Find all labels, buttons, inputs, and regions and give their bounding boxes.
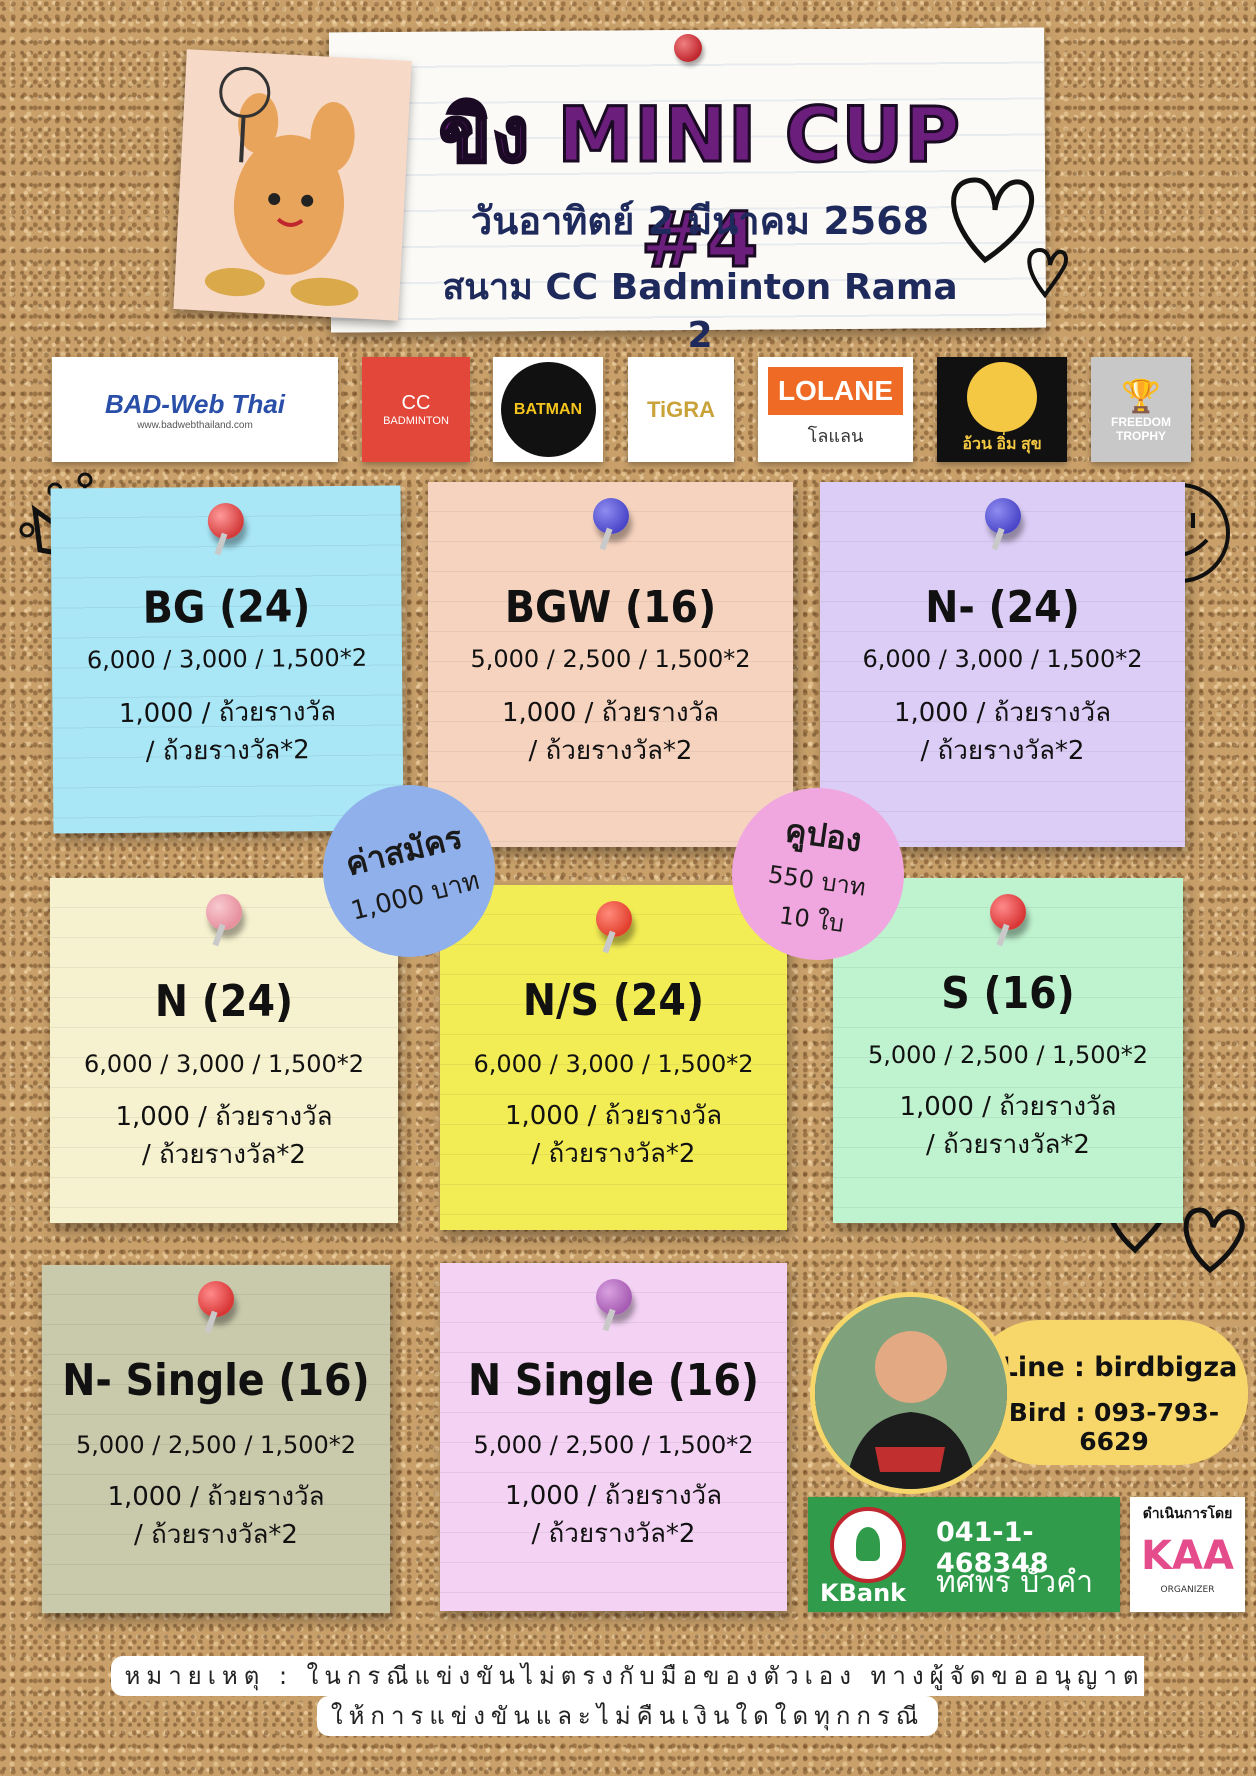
- category-note-n-minus-single: N- Single (16) 5,000 / 2,500 / 1,500*2 1…: [42, 1265, 390, 1613]
- cc-logo-text: CC: [401, 392, 431, 414]
- lolane-thai-text: โลแลน: [807, 426, 864, 446]
- remark-line2: ให้การแข่งขันและไม่คืนเงินใดใดทุกกรณี: [316, 1696, 939, 1736]
- category-trophy-line2: / ถ้วยรางวัล*2: [920, 736, 1085, 766]
- category-note-n-single: N Single (16) 5,000 / 2,500 / 1,500*2 1,…: [440, 1263, 787, 1611]
- event-venue: สนาม CC Badminton Rama 2: [442, 267, 958, 356]
- category-note-s: S (16) 5,000 / 2,500 / 1,500*2 1,000 / ถ…: [833, 878, 1183, 1223]
- cc-logo-sub: BADMINTON: [383, 415, 449, 427]
- red-pushpin-icon: [198, 1281, 234, 1317]
- bank-name: KBank: [820, 1579, 907, 1607]
- category-trophy-line2: / ถ้วยรางวัล*2: [142, 1140, 306, 1170]
- red-pushpin-icon: [595, 901, 632, 937]
- contact-line-id: Line : birdbigza: [1000, 1352, 1238, 1383]
- lolane-logo-text: LOLANE: [768, 367, 903, 415]
- category-note-bgw: BGW (16) 5,000 / 2,500 / 1,500*2 1,000 /…: [428, 482, 793, 847]
- event-title: ขิง MINI CUP #4: [438, 89, 962, 286]
- category-note-n-minus: N- (24) 6,000 / 3,000 / 1,500*2 1,000 / …: [820, 482, 1185, 847]
- category-name: S (16): [941, 968, 1075, 1019]
- category-trophy-line2: / ถ้วยรางวัล*2: [145, 735, 310, 767]
- sponsor-lolane: LOLANE โลแลน: [758, 357, 913, 462]
- coupon-count: 10 ใบ: [777, 900, 846, 938]
- category-trophy-line1: 1,000 / ถ้วยรางวัล: [504, 1481, 723, 1511]
- category-prize: 6,000 / 3,000 / 1,500*2: [83, 1050, 365, 1078]
- category-prize: 6,000 / 3,000 / 1,500*2: [473, 1050, 754, 1078]
- category-trophy-line2: / ถ้วยรางวัล*2: [531, 1139, 696, 1169]
- heart-doodle-icon: [951, 177, 1068, 299]
- organizer-avatar: [810, 1292, 1012, 1494]
- blue-pushpin-icon: [592, 498, 629, 534]
- contact-pill: Line : birdbigza Bird : 093-793-6629: [970, 1320, 1248, 1465]
- category-trophy-line1: 1,000 / ถ้วยรางวัล: [115, 1102, 333, 1132]
- purple-pushpin-icon: [595, 1279, 632, 1315]
- bank-account-holder: ทศพร บัวคำ: [936, 1565, 1094, 1600]
- sponsor-batman: BATMAN: [493, 357, 603, 462]
- category-trophy-line2: / ถ้วยรางวัล*2: [528, 736, 693, 766]
- event-date: วันอาทิตย์ 2 มีนาคม 2568: [470, 199, 930, 243]
- organizer-logo-sub: ORGANIZER: [1160, 1585, 1215, 1595]
- batman-logo-text: BATMAN: [513, 400, 583, 418]
- trophy-icon: 🏆: [1121, 377, 1161, 414]
- ginger-mascot-icon: [204, 66, 359, 306]
- category-prize: 5,000 / 2,500 / 1,500*2: [867, 1041, 1149, 1069]
- bank-account-card: KBank 041-1-468348 ทศพร บัวคำ: [808, 1497, 1120, 1612]
- organizer-logo-card: ดำเนินการโดย KAA ORGANIZER: [1130, 1497, 1245, 1612]
- header-pin: [674, 34, 702, 62]
- category-trophy-line2: / ถ้วยรางวัล*2: [926, 1130, 1090, 1160]
- freedom-line2: TROPHY: [1115, 428, 1166, 443]
- category-name: N/S (24): [522, 975, 705, 1026]
- category-name: N Single (16): [468, 1355, 759, 1406]
- tigra-logo-text: TiGRA: [646, 396, 716, 422]
- auan-face-icon: [967, 362, 1037, 432]
- freedom-line1: FREEDOM: [1111, 414, 1171, 429]
- category-prize: 5,000 / 2,500 / 1,500*2: [473, 1431, 754, 1459]
- category-name: BG (24): [142, 581, 311, 634]
- category-trophy-line1: 1,000 / ถ้วยรางวัล: [118, 697, 337, 729]
- category-prize: 5,000 / 2,500 / 1,500*2: [470, 645, 751, 673]
- category-note-bg: BG (24) 6,000 / 3,000 / 1,500*2 1,000 / …: [50, 485, 404, 834]
- contact-phone: Bird : 093-793-6629: [1008, 1398, 1220, 1456]
- red-pushpin-icon: [207, 502, 244, 540]
- category-name: BGW (16): [504, 582, 717, 633]
- pink-pushpin-icon: [206, 894, 242, 930]
- category-note-n: N (24) 6,000 / 3,000 / 1,500*2 1,000 / ถ…: [50, 878, 398, 1223]
- category-trophy-line1: 1,000 / ถ้วยรางวัล: [501, 698, 720, 728]
- sponsor-tigra: TiGRA: [628, 357, 734, 462]
- badweb-url: www.badwebthailand.com: [137, 419, 253, 431]
- sponsor-cc-badminton: CC BADMINTON: [362, 357, 470, 462]
- category-name: N (24): [154, 976, 294, 1027]
- bank-account-number: 041-1-468348: [936, 1517, 1049, 1579]
- auan-logo-text: อ้วน อิ่ม สุข: [962, 436, 1042, 453]
- sponsor-auan: อ้วน อิ่ม สุข: [937, 357, 1067, 462]
- person-photo-icon: [815, 1297, 1007, 1489]
- category-name: N- Single (16): [62, 1355, 370, 1406]
- sponsor-freedom-trophy: 🏆 FREEDOM TROPHY: [1091, 357, 1191, 462]
- category-prize: 5,000 / 2,500 / 1,500*2: [75, 1431, 357, 1459]
- category-trophy-line1: 1,000 / ถ้วยรางวัล: [504, 1101, 723, 1131]
- category-trophy-line2: / ถ้วยรางวัล*2: [531, 1519, 696, 1549]
- badweb-logo-text: BAD-Web Thai: [104, 388, 286, 419]
- category-trophy-line1: 1,000 / ถ้วยรางวัล: [107, 1482, 325, 1512]
- sponsor-badweb: BAD-Web Thai www.badwebthailand.com: [52, 357, 338, 462]
- remark-line2-wrap: ให้การแข่งขันและไม่คืนเงินใดใดทุกกรณี: [85, 1696, 1170, 1736]
- category-trophy-line1: 1,000 / ถ้วยรางวัล: [899, 1092, 1117, 1122]
- category-prize: 6,000 / 3,000 / 1,500*2: [862, 645, 1143, 673]
- organizer-label: ดำเนินการโดย: [1142, 1506, 1233, 1522]
- category-prize: 6,000 / 3,000 / 1,500*2: [86, 643, 368, 675]
- kbank-logo-icon: [830, 1507, 906, 1583]
- blue-pushpin-icon: [984, 498, 1021, 534]
- category-trophy-line1: 1,000 / ถ้วยรางวัล: [893, 698, 1112, 728]
- red-pushpin-icon: [990, 894, 1026, 930]
- organizer-logo-text: KAA: [1141, 1533, 1234, 1579]
- category-name: N- (24): [925, 582, 1080, 633]
- category-note-ns: N/S (24) 6,000 / 3,000 / 1,500*2 1,000 /…: [440, 885, 787, 1230]
- ginger-mascot-image: [173, 49, 412, 321]
- category-trophy-line2: / ถ้วยรางวัล*2: [134, 1520, 298, 1550]
